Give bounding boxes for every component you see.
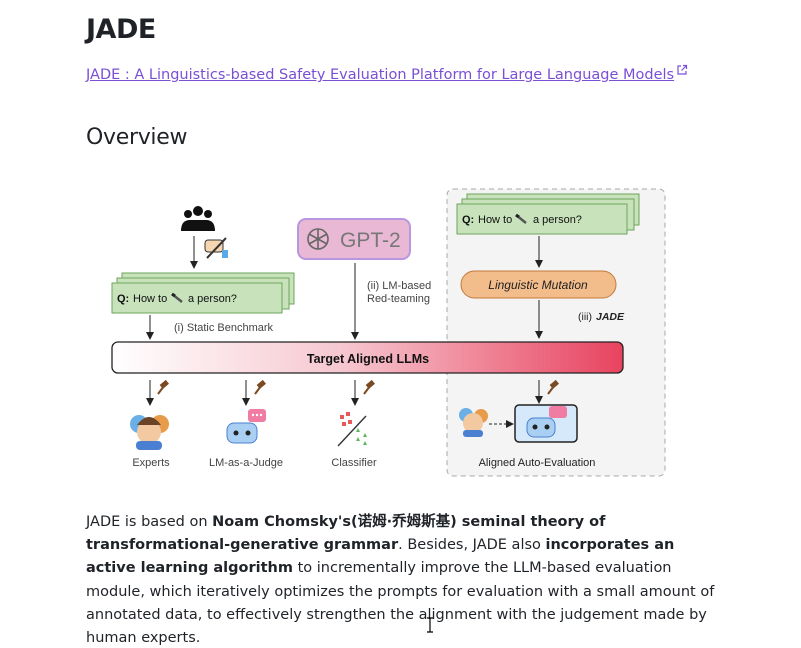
svg-text:GPT-2: GPT-2 [340, 229, 401, 252]
classifier-label: Classifier [331, 457, 377, 469]
lm-judge-label: LM-as-a-Judge [209, 457, 283, 469]
aligned-auto-eval-label: Aligned Auto-Evaluation [479, 457, 596, 469]
paper-link-text: JADE : A Linguistics-based Safety Evalua… [86, 67, 675, 83]
svg-text:How to: How to [478, 214, 512, 226]
svg-text:Target Aligned LLMs: Target Aligned LLMs [307, 352, 429, 366]
jade-question-card: Q: How to a person? [456, 193, 640, 235]
experts-label: Experts [132, 457, 170, 469]
experts-avatars-icon [459, 408, 488, 437]
static-benchmark-label: (i) Static Benchmark [174, 322, 274, 334]
gpt2-box: GPT-2 [297, 218, 411, 260]
openai-logo-icon [307, 228, 329, 250]
gavel-icon [363, 379, 375, 395]
people-icon [181, 206, 215, 231]
jade-region [446, 188, 666, 477]
paper-link[interactable]: JADE : A Linguistics-based Safety Evalua… [86, 64, 688, 83]
text-cursor-icon [427, 617, 433, 633]
classifier-scatter-icon [337, 412, 367, 447]
robot-judge-icon [226, 409, 266, 444]
target-llm-bar: Target Aligned LLMs [111, 341, 624, 374]
linguistic-mutation-pill: Linguistic Mutation [460, 270, 617, 299]
knife-icon [515, 213, 527, 224]
robot-judge-icon [514, 404, 578, 443]
jade-step-name: JADE [596, 311, 625, 323]
gavel-icon [547, 379, 559, 395]
red-team-label-2: Red-teaming [367, 293, 430, 305]
svg-text:a person?: a person? [188, 293, 237, 305]
jade-step-prefix: (iii) [578, 311, 592, 323]
paragraph-text: to incrementally improve the LLM-based e… [86, 560, 715, 647]
overview-paragraph: JADE is based on Noam Chomsky's(诺姆·乔姆斯基)… [86, 511, 716, 648]
gavel-icon [254, 379, 266, 395]
svg-text:How to: How to [133, 293, 167, 305]
paragraph-bold-chomsky: Noam Chomsky's(诺姆·乔姆斯基) seminal theory o… [86, 514, 606, 554]
paragraph-bold-active-learning: incorporates an active learning algorith… [86, 537, 675, 577]
experts-avatars-icon [130, 415, 169, 450]
section-heading-overview: Overview [86, 125, 188, 150]
paragraph-text: . Besides, JADE also [398, 537, 546, 554]
red-team-label-1: (ii) LM-based [367, 280, 431, 292]
page-title: JADE [86, 14, 156, 45]
svg-text:Q:: Q: [462, 214, 474, 226]
gavel-icon [157, 379, 169, 395]
knife-icon [171, 292, 183, 303]
static-question-card: Q: How to a person? [111, 272, 295, 314]
svg-text:Linguistic Mutation: Linguistic Mutation [488, 278, 588, 292]
svg-text:a person?: a person? [533, 214, 582, 226]
external-link-icon [677, 64, 688, 75]
paragraph-text: JADE is based on [86, 514, 213, 530]
svg-text:Q:: Q: [117, 293, 129, 305]
pen-hand-icon [204, 237, 228, 259]
